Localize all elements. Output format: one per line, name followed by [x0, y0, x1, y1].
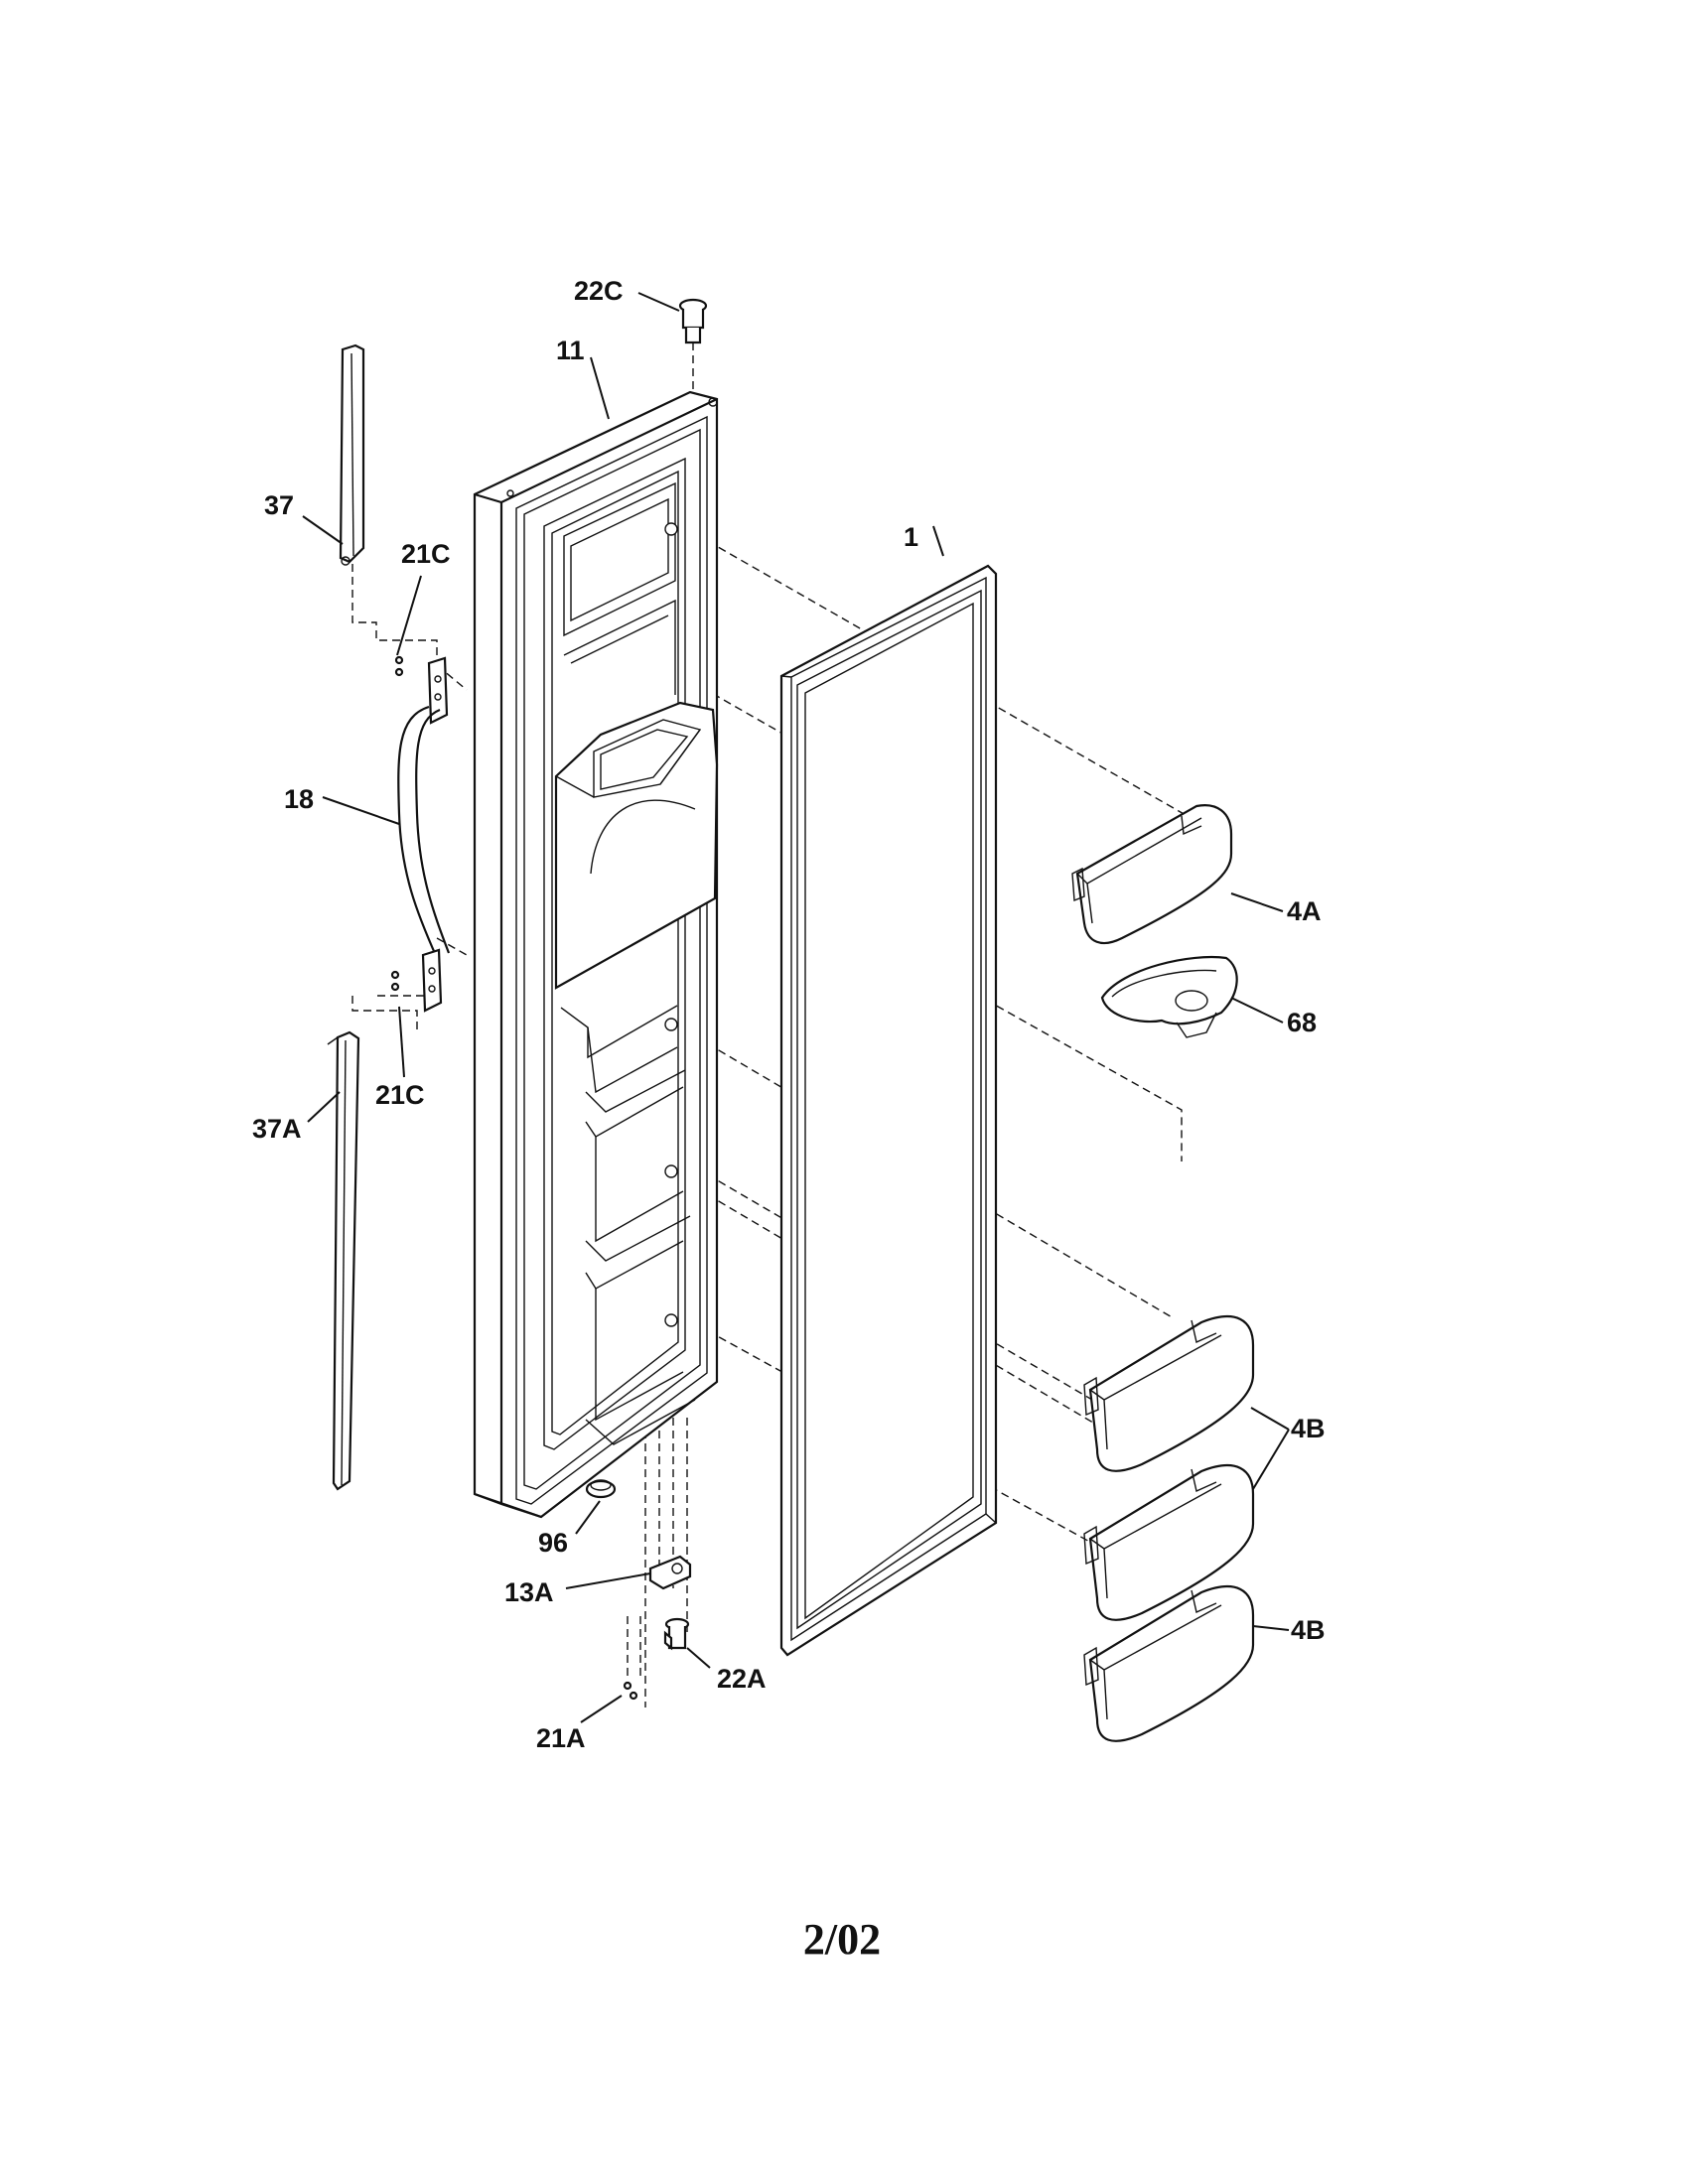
- door-shell-11: [473, 390, 719, 1519]
- label-37: 37: [264, 490, 294, 520]
- trim-strip-37A: [327, 1030, 360, 1491]
- label-1: 1: [904, 522, 918, 552]
- label-21A: 21A: [536, 1723, 586, 1753]
- screw-21A: [623, 1681, 638, 1701]
- door-bin-4B-middle: [1083, 1463, 1255, 1621]
- label-18: 18: [284, 784, 314, 814]
- label-22A: 22A: [717, 1664, 767, 1694]
- hinge-pin-22A: [663, 1617, 690, 1651]
- handle-18: [397, 656, 451, 1013]
- label-21C-upper: 21C: [401, 539, 451, 569]
- page-code: 2/02: [802, 1915, 882, 1964]
- screws-21C: [390, 655, 404, 992]
- label-4B-lower: 4B: [1291, 1615, 1326, 1645]
- door-bin-4B-upper: [1083, 1314, 1255, 1472]
- label-4A: 4A: [1287, 896, 1322, 926]
- hinge-pin-top-22C: [678, 298, 708, 392]
- label-22C: 22C: [574, 276, 624, 306]
- part-labels: 22C 11 1 37 21C 18 4A 68 21C 37A 4B 4B 9…: [252, 276, 1326, 1753]
- label-37A: 37A: [252, 1114, 302, 1144]
- door-bin-4A: [1071, 804, 1233, 945]
- label-4B-middle: 4B: [1291, 1414, 1326, 1443]
- label-11: 11: [556, 336, 585, 365]
- label-21C-lower: 21C: [375, 1080, 425, 1110]
- label-68: 68: [1287, 1008, 1317, 1037]
- hinge-bracket-13A: [648, 1555, 692, 1590]
- door-gasket-1: [779, 564, 998, 1657]
- plug-button-96: [585, 1479, 617, 1499]
- label-96: 96: [538, 1528, 568, 1558]
- door-bin-4B-lower: [1083, 1584, 1255, 1742]
- trim-strip-37: [339, 343, 365, 566]
- leader-lines: [302, 292, 1290, 1723]
- dispenser-cup-68: [1100, 956, 1238, 1038]
- label-13A: 13A: [504, 1577, 554, 1607]
